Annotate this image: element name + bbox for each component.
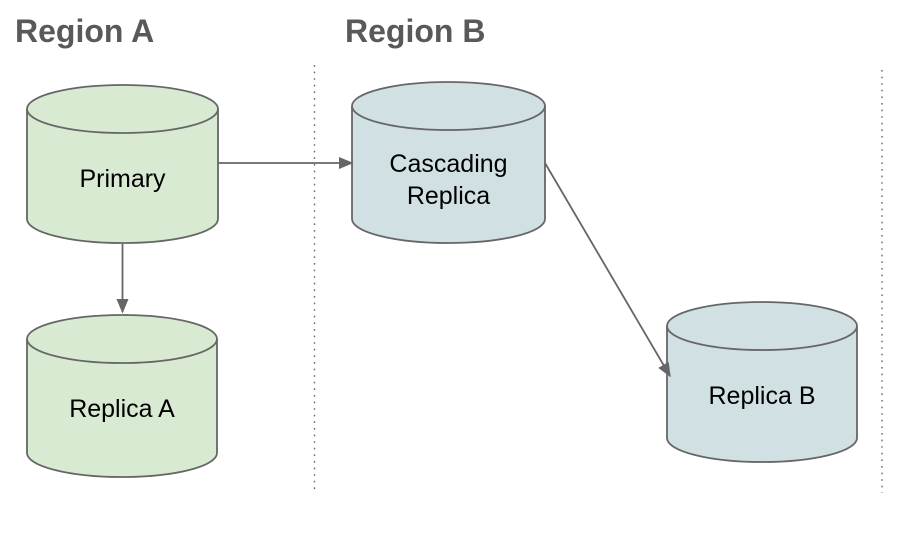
node-label-line1: Cascading	[389, 150, 507, 178]
node-cascading-replica: Cascading Replica	[351, 81, 546, 244]
node-label: Replica A	[69, 395, 175, 423]
cylinder-top	[26, 314, 218, 364]
cylinder-body	[26, 109, 219, 244]
cylinder-body	[666, 326, 858, 463]
region-a-title: Region A	[15, 13, 154, 49]
node-label: Replica B	[709, 382, 816, 410]
cylinder-top	[351, 81, 546, 131]
region-b-title: Region B	[345, 13, 485, 49]
cylinder-body	[26, 339, 218, 478]
node-replica-a: Replica A	[26, 314, 218, 478]
node-label: Primary	[79, 165, 166, 193]
node-label-line2: Replica	[407, 182, 490, 210]
edge-cascading-replica-to-replica-b	[544, 162, 671, 378]
cylinder-top	[666, 301, 858, 351]
cylinder-body	[351, 106, 546, 244]
node-primary: Primary	[26, 84, 219, 244]
cylinder-top	[26, 84, 219, 134]
node-replica-b: Replica B	[666, 301, 858, 463]
